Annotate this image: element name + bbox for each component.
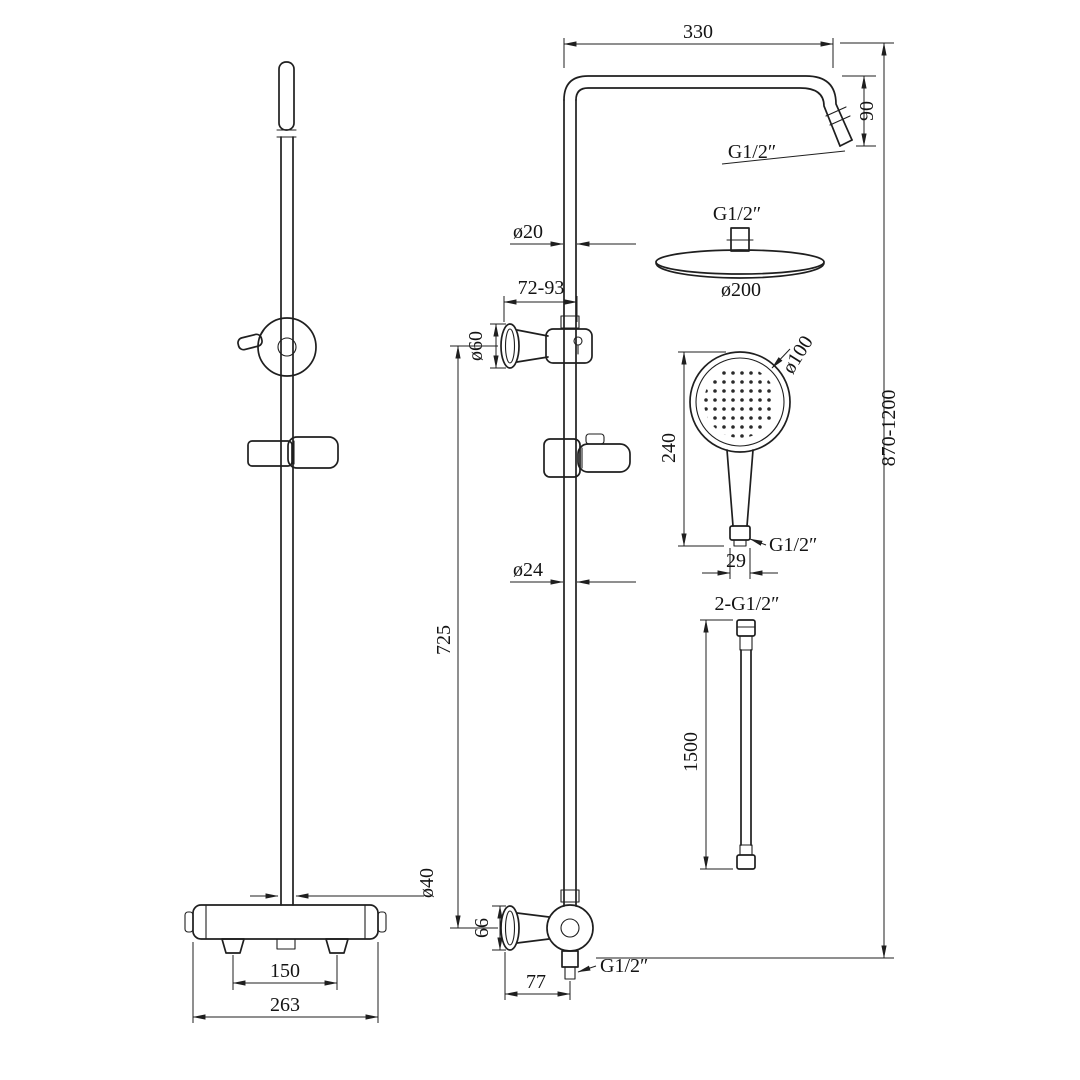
front-bottom-valve bbox=[500, 904, 594, 980]
front-slider-holder bbox=[543, 433, 631, 478]
label-arm-thread: G1/2″ bbox=[721, 141, 846, 165]
dim-riser-725: 725 bbox=[433, 345, 498, 929]
dim-263-label: 263 bbox=[270, 994, 300, 1016]
dim-90-label: 90 bbox=[856, 101, 878, 121]
dim-arm-reach-330: 330 bbox=[563, 21, 834, 68]
dim-29-label: 29 bbox=[726, 550, 746, 572]
hand-shower-handle bbox=[726, 449, 754, 547]
dia-200-label: ø200 bbox=[721, 279, 761, 301]
hose-thread-label: 2-G1/2″ bbox=[715, 593, 780, 615]
hand-shower-detail: ø100 240 G1/2″ 29 bbox=[658, 332, 818, 579]
dim-pipe-diameter-40: ø40 bbox=[250, 868, 438, 899]
dia-20-label: ø20 bbox=[513, 221, 543, 243]
dim-upper-pipe-dia-20: ø20 bbox=[510, 221, 636, 247]
dim-240-label: 240 bbox=[658, 433, 680, 463]
front-shower-arm bbox=[563, 75, 853, 147]
dim-bracket-adjust-72-93: 72-93 bbox=[503, 277, 578, 322]
hose-detail: 2-G1/2″ 1500 bbox=[680, 593, 780, 870]
side-mixer-valve bbox=[184, 904, 387, 954]
side-slider-holder bbox=[247, 436, 339, 469]
dim-valve-width-263: 263 bbox=[192, 942, 379, 1023]
dim-150-label: 150 bbox=[270, 960, 300, 982]
front-wall-bracket bbox=[500, 323, 593, 369]
dim-330-label: 330 bbox=[683, 21, 713, 43]
dim-725-label: 725 bbox=[433, 625, 455, 655]
dim-lower-pipe-dia-24: ø24 bbox=[510, 559, 636, 585]
thread-head-label: G1/2″ bbox=[713, 203, 761, 225]
dim-77-label: 77 bbox=[526, 971, 546, 993]
label-outlet-thread: G1/2″ bbox=[577, 955, 648, 977]
dim-72-93-label: 72-93 bbox=[518, 277, 565, 299]
thread-hand-label: G1/2″ bbox=[769, 534, 817, 556]
thread-arm-label: G1/2″ bbox=[728, 141, 776, 163]
side-view: ø40 150 263 bbox=[184, 61, 438, 1023]
dim-hand-width-29: 29 bbox=[702, 548, 778, 579]
thread-outlet-label: G1/2″ bbox=[600, 955, 648, 977]
dim-overall-height: 870-1200 bbox=[596, 42, 900, 959]
dim-valve-flange-66: 66 bbox=[471, 905, 506, 951]
dim-1500-label: 1500 bbox=[680, 732, 702, 772]
dim-870-1200-label: 870-1200 bbox=[878, 390, 900, 467]
front-riser-pipe bbox=[560, 99, 580, 907]
dim-arm-drop-90: 90 bbox=[842, 75, 878, 147]
dia-40-label: ø40 bbox=[416, 868, 438, 898]
dim-hand-length-240: 240 bbox=[658, 351, 726, 547]
dim-wall-offset-77: 77 bbox=[504, 952, 571, 1000]
side-diverter-knob bbox=[237, 317, 317, 377]
label-hand-thread: G1/2″ bbox=[749, 534, 817, 556]
dim-66-label: 66 bbox=[471, 918, 493, 938]
shower-head-detail: G1/2″ ø200 bbox=[655, 203, 825, 301]
dim-hose-length-1500: 1500 bbox=[680, 619, 733, 870]
dim-inlet-centers-150: 150 bbox=[232, 955, 338, 990]
front-view: 330 90 G1/2″ ø20 bbox=[433, 21, 900, 1000]
side-riser-pipe bbox=[276, 61, 297, 906]
dia-24-label: ø24 bbox=[513, 559, 543, 581]
dia-100-label: ø100 bbox=[778, 332, 818, 378]
